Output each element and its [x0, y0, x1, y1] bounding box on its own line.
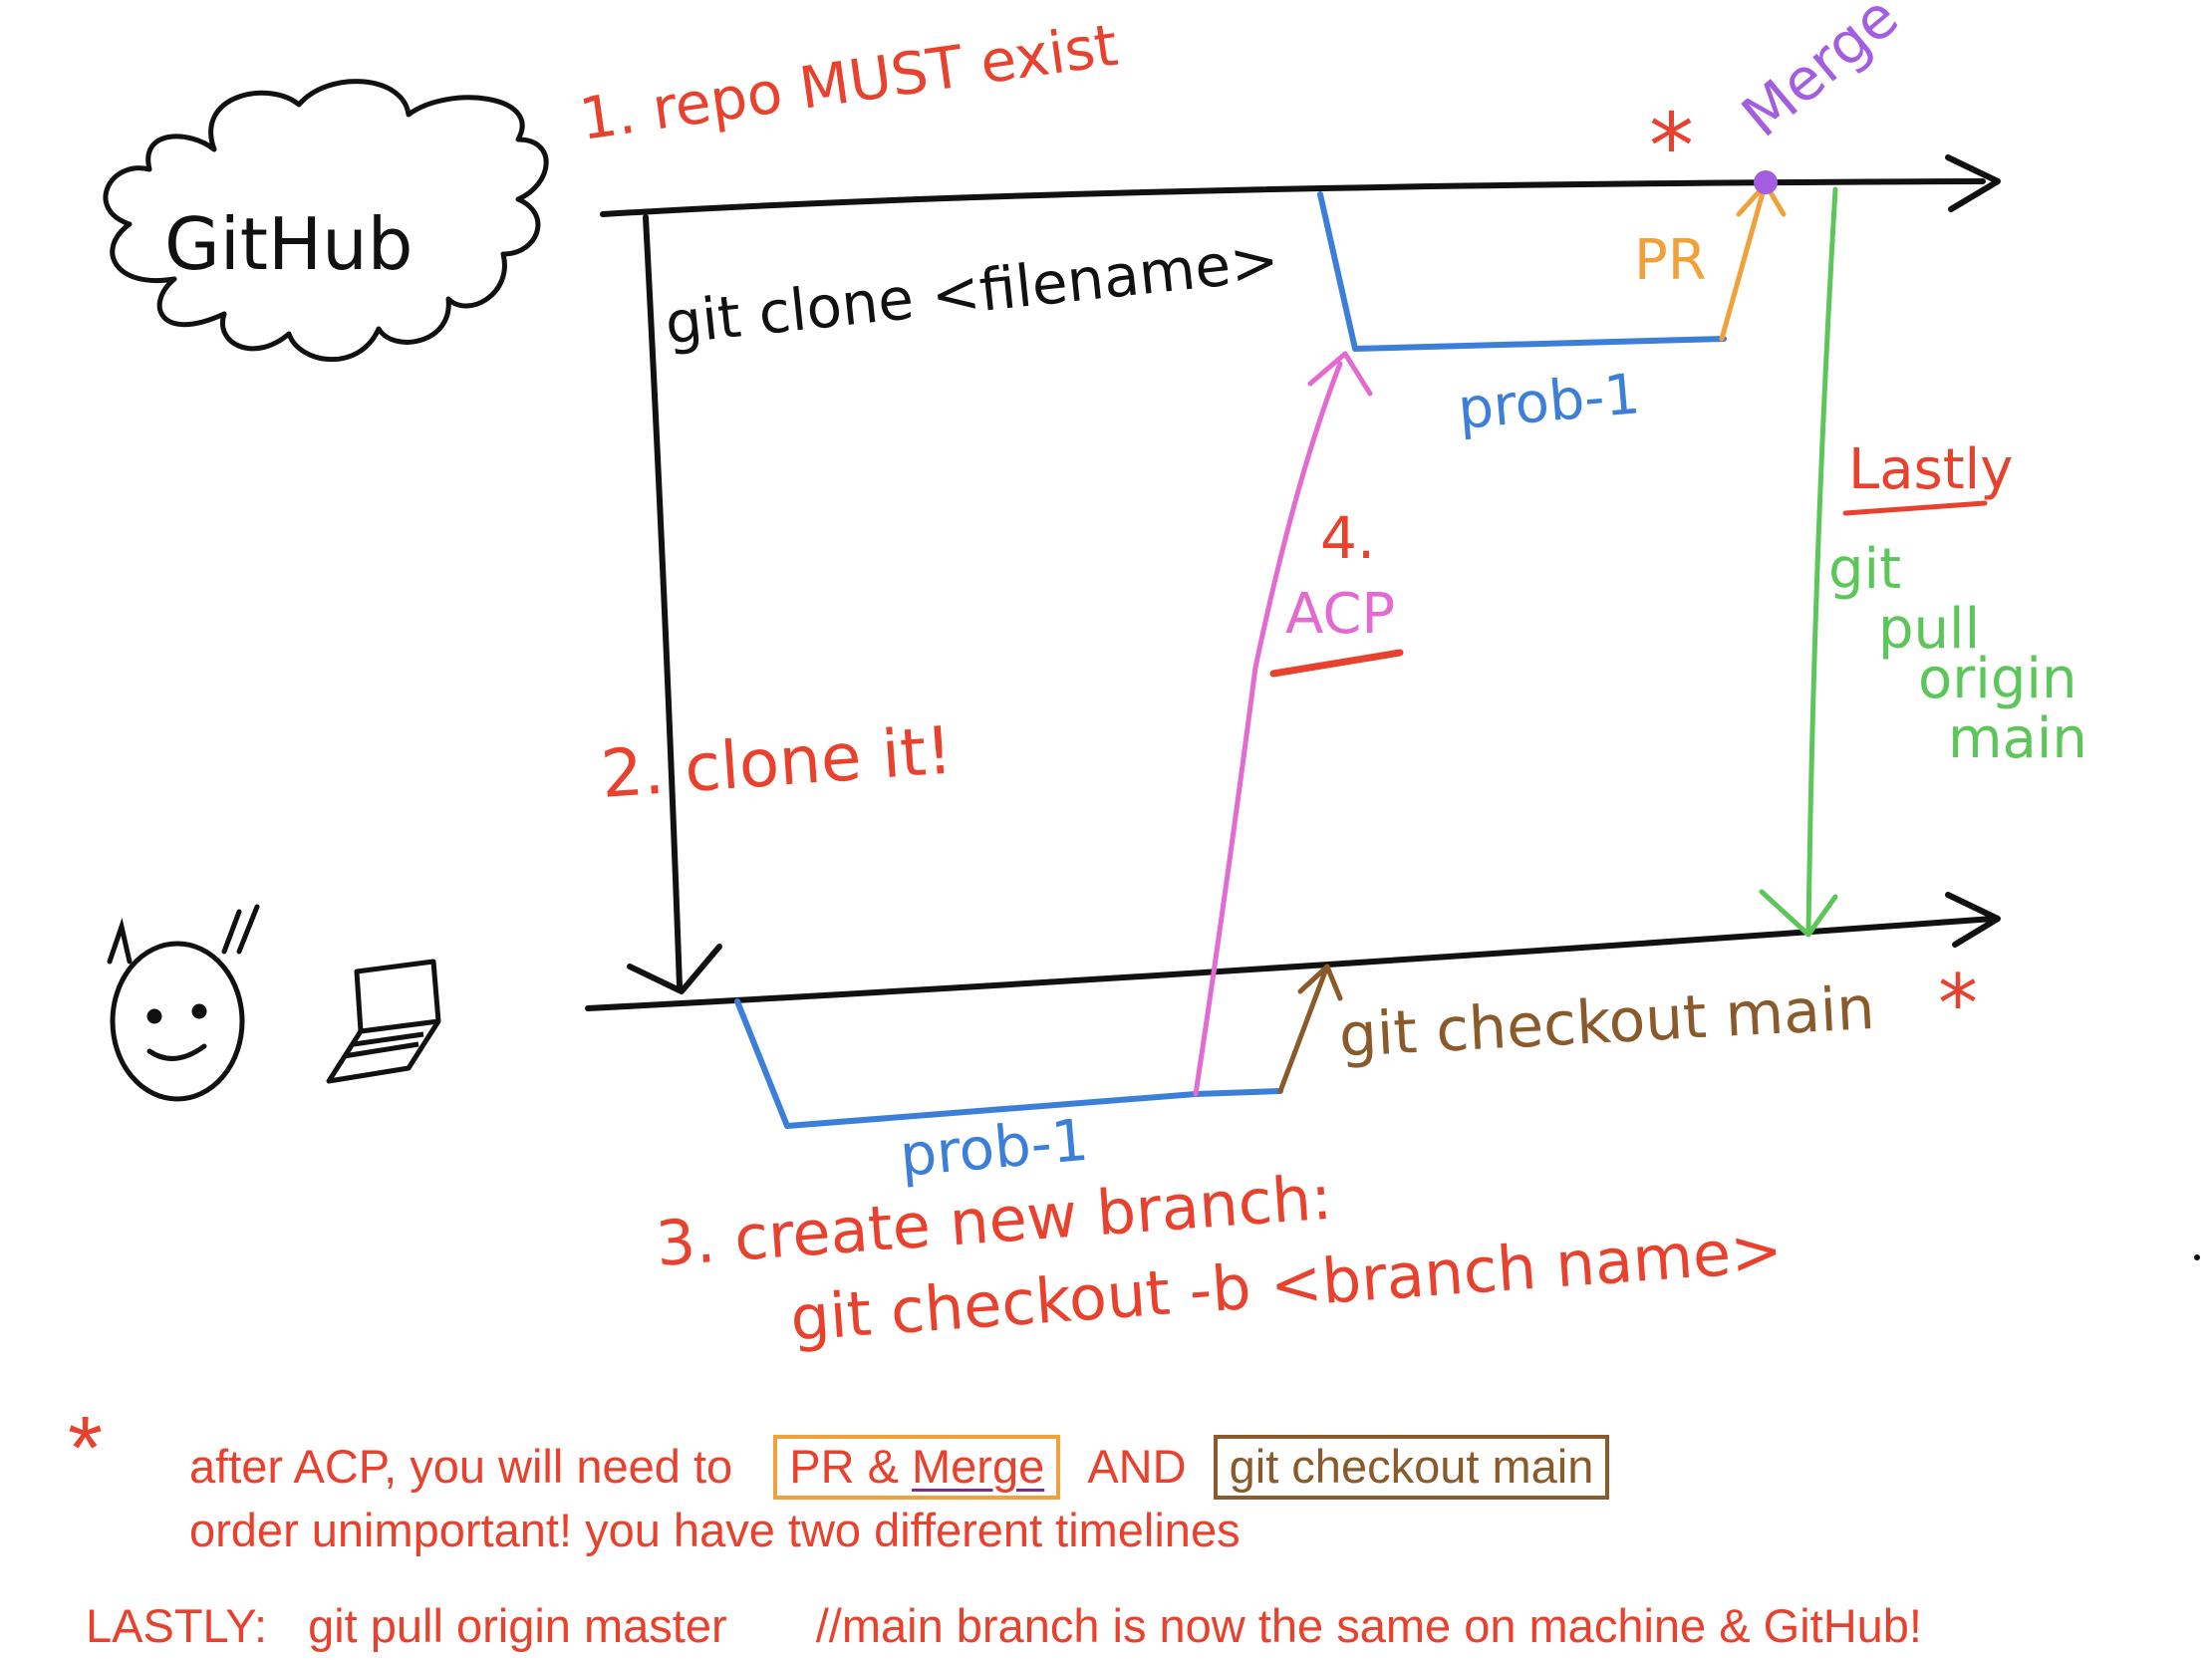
- remote-branch-prob-1: [1317, 191, 1727, 352]
- clone-arrow: [643, 214, 683, 989]
- pr-and-text: PR &: [789, 1440, 899, 1493]
- remote-timeline: [600, 178, 1986, 217]
- lastly-command: git pull origin master: [308, 1599, 727, 1652]
- pull-arrow: [1805, 186, 1838, 938]
- pr-arrow: [1719, 186, 1767, 342]
- notes-line3: LASTLY: git pull origin master //main br…: [86, 1602, 1922, 1649]
- step2-label: 2. clone it!: [599, 712, 956, 813]
- remote-timeline-arrowhead: [1945, 154, 2001, 212]
- merge-asterisk: *: [1649, 95, 1694, 199]
- checkout-main-label: git checkout main: [1337, 973, 1876, 1071]
- stray-dot: [2194, 1254, 2200, 1260]
- merge-text: Merge: [912, 1440, 1045, 1493]
- merge-point: [1754, 170, 1778, 194]
- clone-arrowhead: [627, 944, 722, 994]
- lastly-underline: [1842, 500, 1988, 516]
- pr-merge-box: PR & Merge: [773, 1435, 1061, 1500]
- step4-acp-label: ACP: [1285, 582, 1395, 647]
- pull-arrowhead: [1759, 889, 1838, 938]
- github-cloud: [103, 79, 549, 363]
- notes-line1: after ACP, you will need to PR & Merge A…: [189, 1435, 1610, 1500]
- pull-cmd-main: main: [1948, 706, 2087, 771]
- and-text: AND: [1087, 1440, 1187, 1493]
- acp-arrow: [1193, 361, 1343, 1097]
- notes-line2: order unimportant! you have two differen…: [189, 1504, 1241, 1556]
- lastly-title: Lastly: [1848, 437, 2013, 502]
- local-timeline-arrowhead: [1945, 892, 2001, 948]
- local-branch-prob-1: [734, 998, 1283, 1129]
- pr-label: PR: [1634, 228, 1707, 293]
- checkout-main-arrowhead: [1297, 964, 1343, 1001]
- pull-cmd-git: git: [1828, 537, 1901, 602]
- checkout-main-asterisk: *: [1938, 958, 1978, 1050]
- lastly-comment: //main branch is now the same on machine…: [815, 1599, 1922, 1652]
- clone-command: git clone <filename>: [662, 226, 1281, 358]
- lastly-label: LASTLY:: [86, 1599, 268, 1652]
- remote-branch-label: prob-1: [1456, 362, 1643, 442]
- laptop-icon: [326, 959, 441, 1084]
- checkout-main-arrow: [1277, 968, 1328, 1094]
- person-doodle: [107, 904, 260, 1102]
- acp-underline: [1269, 649, 1404, 678]
- notes-line1-prefix: after ACP, you will need to: [189, 1440, 733, 1493]
- local-timeline: [585, 916, 1996, 1011]
- step1-label: 1. repo MUST exist: [575, 11, 1121, 153]
- pull-cmd-pull: pull: [1878, 597, 1980, 662]
- acp-arrowhead: [1307, 351, 1373, 397]
- checkout-main-box: git checkout main: [1213, 1435, 1610, 1500]
- notes-asterisk: *: [68, 1399, 104, 1499]
- merge-label: Merge: [1729, 0, 1910, 150]
- local-branch-label: prob-1: [897, 1106, 1091, 1190]
- github-cloud-label: GitHub: [164, 202, 414, 286]
- step4-number: 4.: [1320, 504, 1375, 572]
- pull-cmd-origin: origin: [1918, 647, 2076, 711]
